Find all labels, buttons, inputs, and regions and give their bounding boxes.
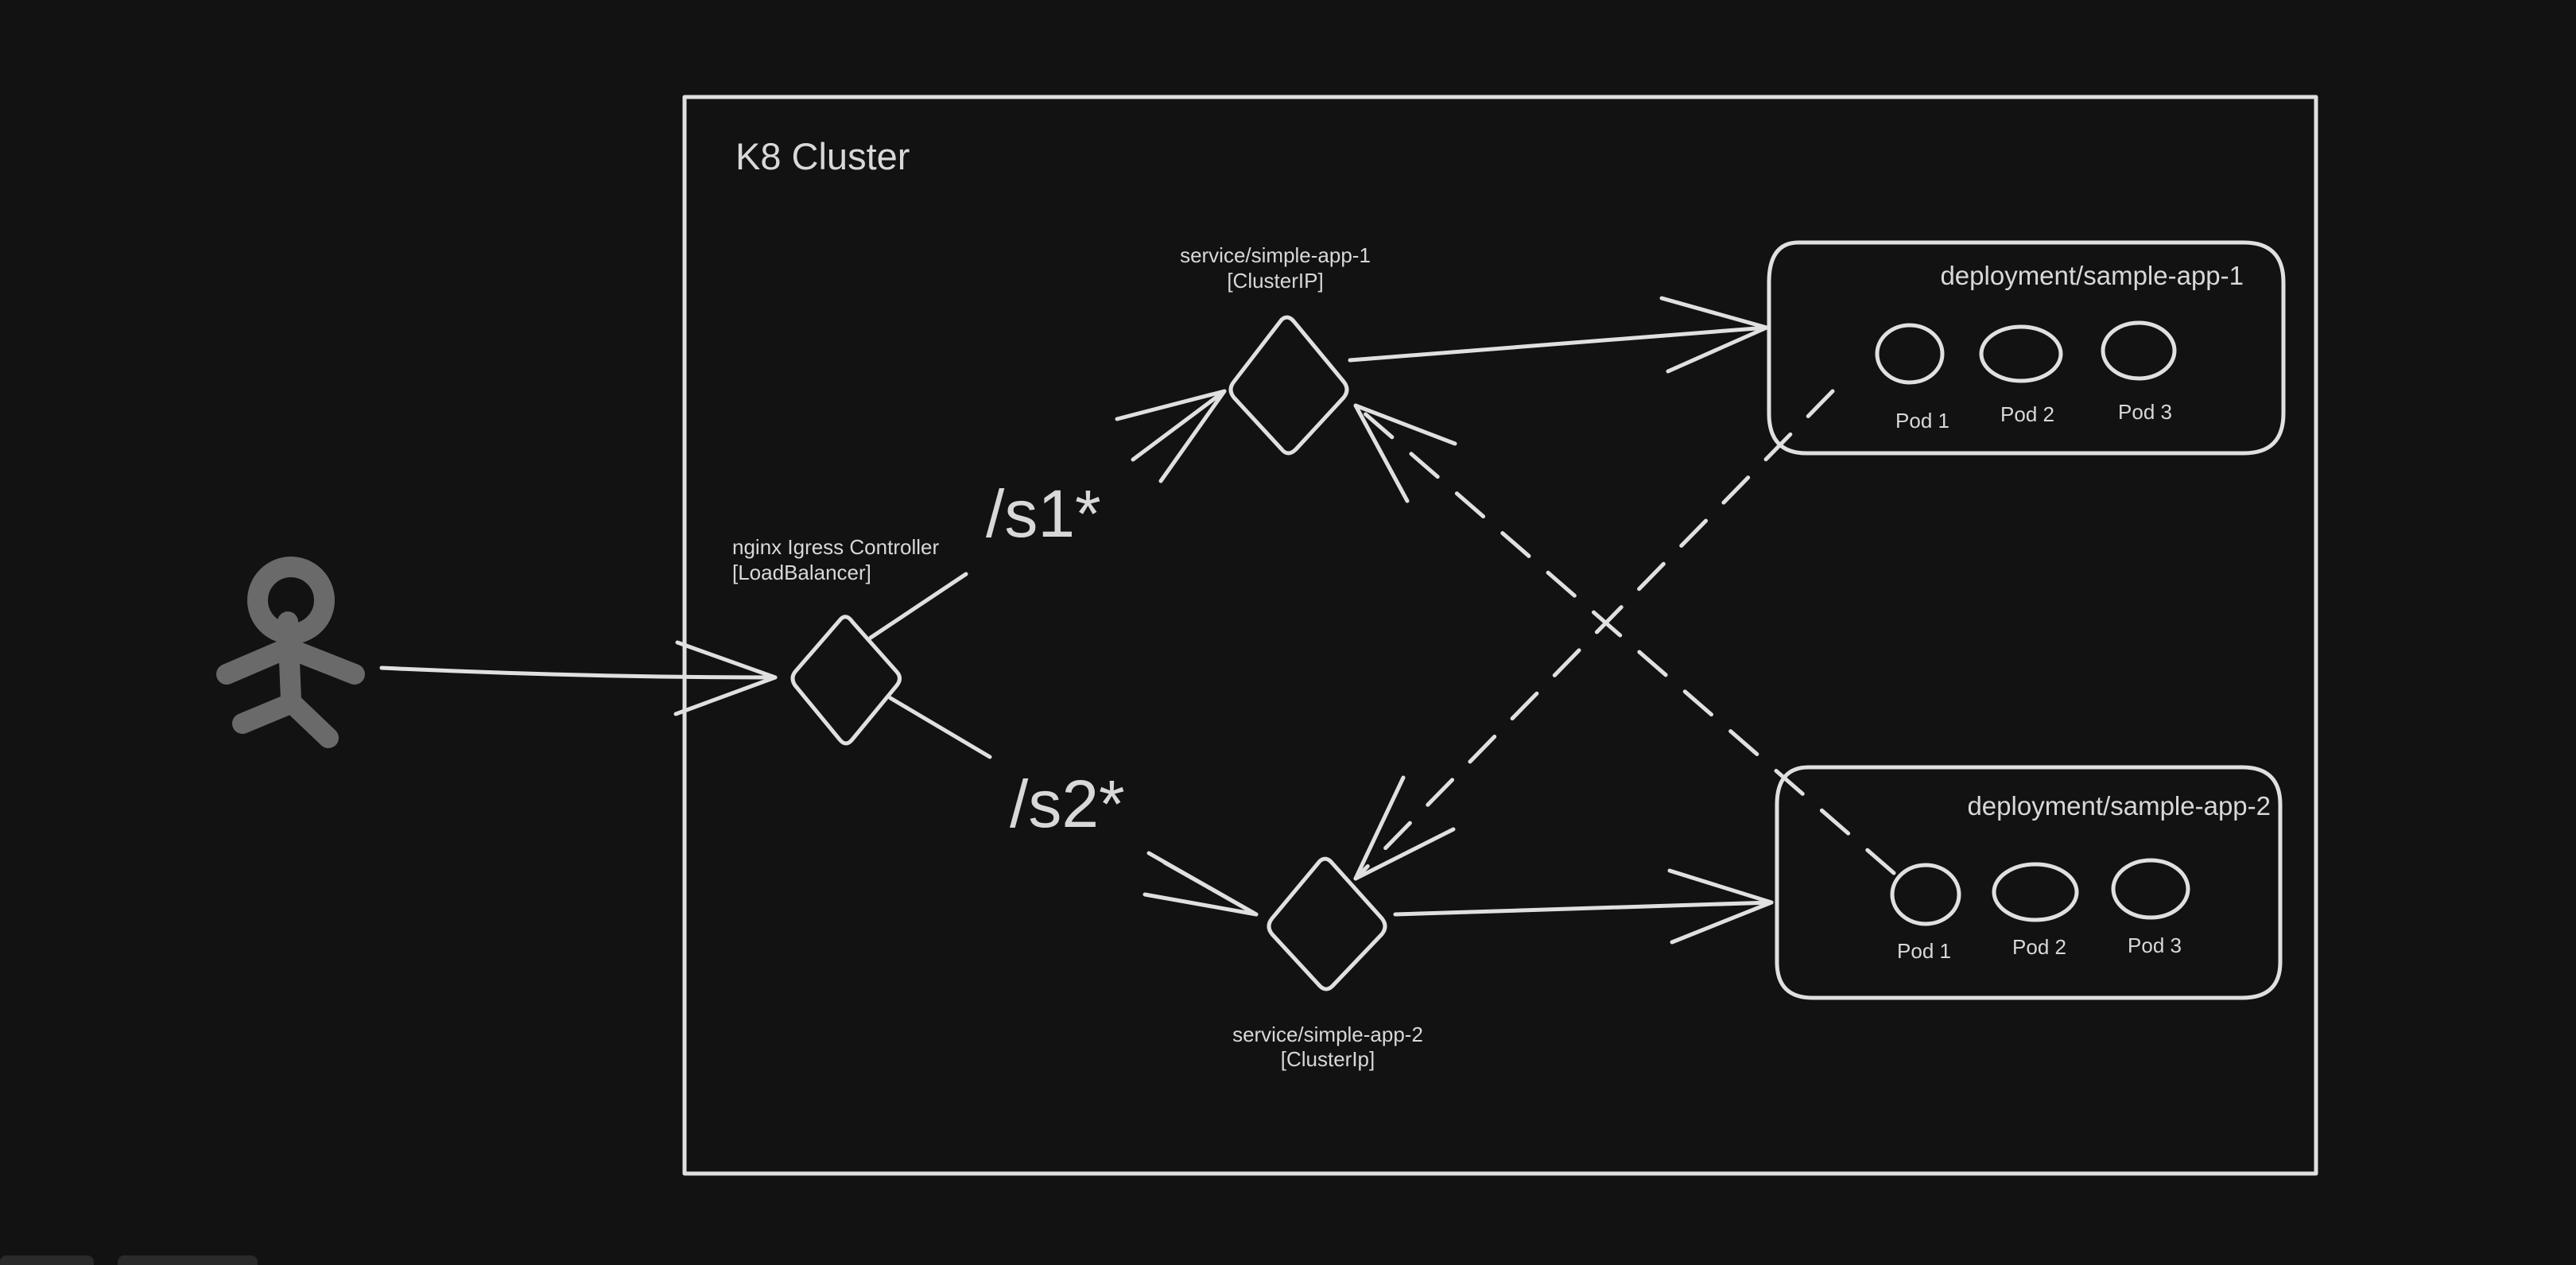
deployment1-pod-3[interactable] [2101, 320, 2177, 381]
arrow-service2-to-deployment2[interactable] [1393, 868, 1774, 945]
deployment2-pod-3[interactable] [2111, 858, 2190, 920]
deployment1-pod-1[interactable] [1875, 323, 1945, 385]
user-face-detail [277, 592, 298, 603]
cluster-boundary[interactable] [682, 95, 2318, 1176]
deployment2-box[interactable] [1775, 765, 2283, 1000]
service1-type-label: [ClusterIP] [1227, 269, 1323, 293]
dashed-arrow-deployment1-to-service2[interactable] [1353, 389, 1835, 881]
arrow-service1-to-deployment1[interactable] [1348, 296, 1769, 374]
arrow-ingress-to-service2[interactable] [888, 696, 1259, 917]
deployment1-pod-3-label: Pod 3 [2118, 400, 2172, 424]
bottom-toolbar-tab-1[interactable] [0, 1255, 94, 1265]
bottom-toolbar-tab-2[interactable] [118, 1255, 258, 1265]
service2-type-label: [ClusterIp] [1281, 1047, 1375, 1071]
deployment2-name-label: deployment/sample-app-2 [1967, 791, 2271, 821]
deployment2-pod-1[interactable] [1890, 863, 1961, 926]
route-s1-label: /s1* [986, 476, 1101, 551]
arrow-user-to-ingress[interactable] [379, 640, 778, 716]
deployment2-pod-2-label: Pod 2 [2012, 935, 2066, 959]
service1-node[interactable] [1228, 315, 1349, 456]
service1-name-label: service/simple-app-1 [1180, 243, 1371, 267]
dashed-arrow-deployment2-to-service1[interactable] [1353, 403, 1896, 875]
ingress-name-label: nginx Igress Controller [732, 535, 939, 559]
ingress-controller-node[interactable] [790, 615, 902, 746]
deployment1-name-label: deployment/sample-app-1 [1940, 261, 2244, 290]
deployment2-pod-1-label: Pod 1 [1897, 939, 1951, 963]
deployment2-pod-3-label: Pod 3 [2128, 933, 2182, 957]
deployment1-box[interactable] [1767, 240, 2286, 456]
deployment2-pod-2[interactable] [1992, 862, 2079, 922]
stick-figure-user-icon[interactable] [216, 557, 365, 748]
arrow-ingress-to-service1[interactable] [868, 389, 1227, 640]
route-s2-label: /s2* [1010, 766, 1125, 841]
ingress-type-label: [LoadBalancer] [732, 561, 871, 584]
deployment1-pod-1-label: Pod 1 [1895, 409, 1949, 433]
service2-name-label: service/simple-app-2 [1232, 1022, 1423, 1046]
cluster-title: K8 Cluster [735, 135, 910, 177]
deployment1-pod-2-label: Pod 2 [2000, 402, 2054, 426]
service2-node[interactable] [1267, 856, 1387, 991]
deployment1-pod-2[interactable] [1979, 324, 2063, 383]
